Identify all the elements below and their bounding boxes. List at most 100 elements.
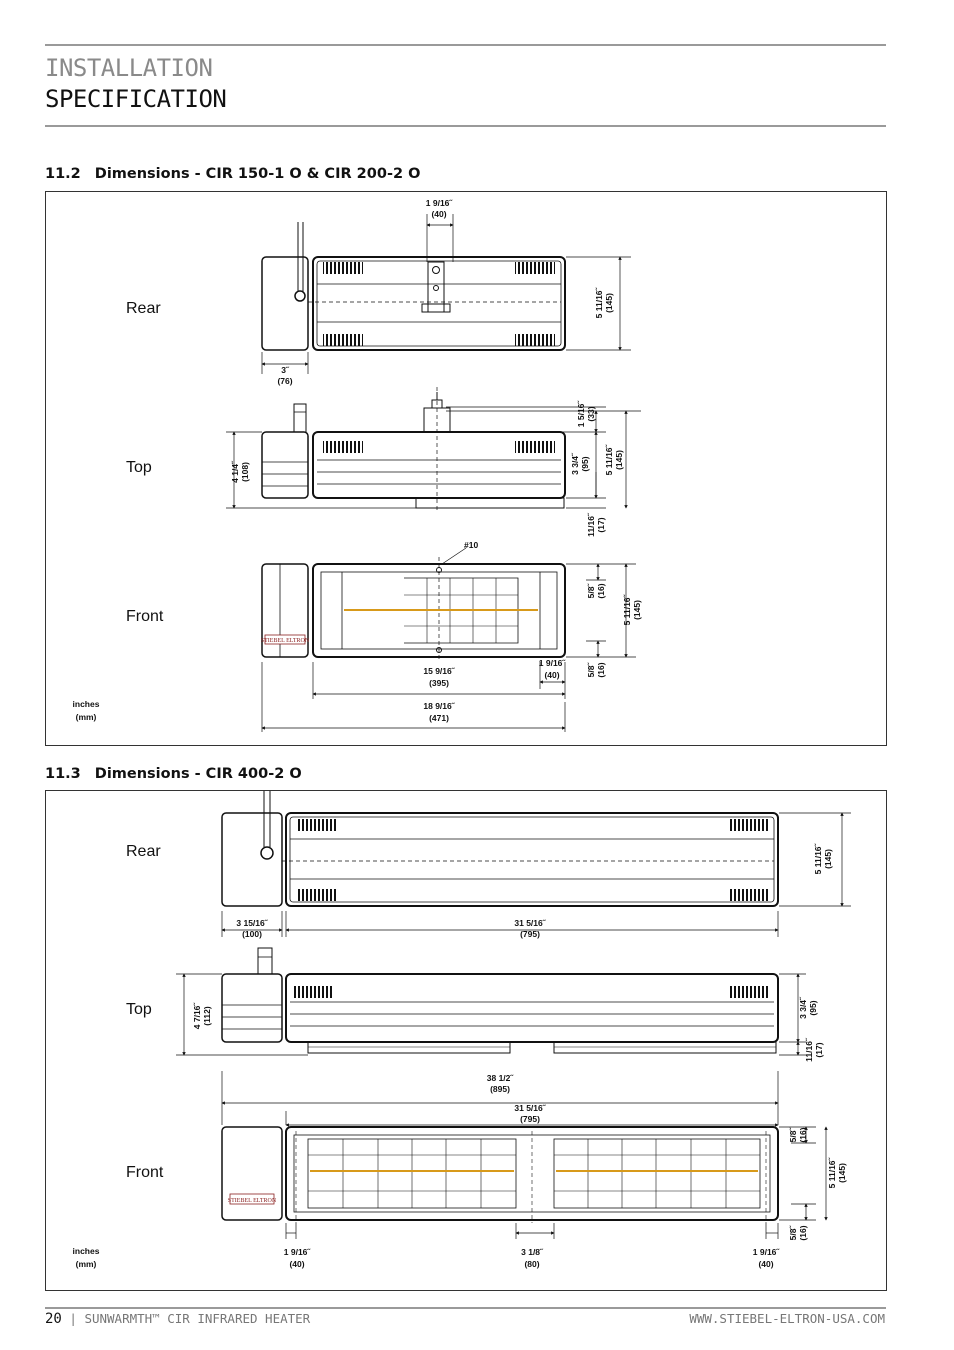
dim-top-total-in: 5 11/16˝: [604, 443, 614, 475]
dim-top-left-in: 4 1/4˝: [230, 460, 240, 483]
section-title: Dimensions - CIR 400-2 O: [94, 766, 302, 782]
dim-top-bottom-in: 11/16˝: [804, 1037, 814, 1062]
dim-top-left-mm: (108): [240, 462, 250, 482]
brand-mark-2: STIEBEL ELTRON: [228, 1198, 277, 1204]
figure-box-cir150-200: Rear Top Front 1 9/16˝ (40) 5 11/16˝ (14…: [45, 191, 887, 746]
units-mm: (mm): [76, 712, 97, 722]
dim-rear-side-mm: (100): [242, 929, 262, 939]
label-top: Top: [126, 1001, 152, 1018]
top-dimension-lines: [176, 973, 806, 1056]
page-number: 20: [45, 1311, 62, 1327]
brand-plate: [264, 634, 306, 645]
dim-front-top-in: 5/8˝: [586, 583, 596, 599]
top-view-1: [261, 387, 566, 512]
label-top: Top: [126, 459, 152, 476]
dim-front-total-mm: (895): [490, 1084, 510, 1094]
vent-slots: [294, 986, 334, 998]
dim-rear-side-in: 3 15/16˝: [236, 918, 268, 928]
dim-front-left-mm: (40): [289, 1259, 304, 1269]
rear-view-1: [261, 222, 566, 351]
dim-top-width-mm: (40): [431, 209, 446, 219]
dim-bracket-mm: (33): [586, 406, 596, 421]
dim-top-left-in: 4 7/16˝: [192, 1002, 202, 1030]
label-rear: Rear: [126, 300, 161, 317]
rear-view-2: [221, 791, 779, 907]
vent-slots: [515, 441, 555, 453]
dim-front-bottom-in: 5/8˝: [586, 662, 596, 678]
units-inches: inches: [73, 1246, 100, 1256]
dim-rear-side-mm: (76): [277, 376, 292, 386]
front-dimension-lines: [221, 1071, 828, 1239]
dim-front-mid-in: 3 1/8˝: [521, 1247, 544, 1257]
label-front: Front: [126, 608, 164, 625]
vent-slots: [730, 889, 770, 901]
vent-slots: [323, 334, 363, 346]
dim-rear-side-in: 3˝: [281, 365, 290, 375]
dim-top-depth-mm: (95): [580, 456, 590, 471]
front-dimension-lines: [261, 547, 636, 732]
heading-installation: INSTALLATION: [45, 54, 213, 82]
dim-top-bottom-mm: (17): [814, 1042, 824, 1057]
dim-rear-body-mm: (795): [520, 929, 540, 939]
top-rule: [45, 44, 886, 46]
dim-front-bottom-in: 5/8˝: [788, 1225, 798, 1241]
dim-front-edge-mm: (40): [544, 670, 559, 680]
dim-bracket-in: 1 5/16˝: [576, 400, 586, 428]
dim-front-total-mm: (471): [429, 713, 449, 723]
dim-front-body-in: 15 9/16˝: [423, 666, 455, 676]
dim-rear-height-mm: (145): [823, 849, 833, 869]
units-mm: (mm): [76, 1259, 97, 1269]
label-front: Front: [126, 1164, 164, 1181]
top-view-2: [221, 947, 779, 1054]
dim-rear-height-in: 5 11/16˝: [594, 286, 604, 318]
dim-front-height-in: 5 11/16˝: [622, 593, 632, 625]
vent-slots: [296, 819, 336, 831]
dim-front-total-in: 38 1/2˝: [487, 1073, 515, 1083]
product-name: SUNWARMTH™ CIR INFRARED HEATER: [84, 1311, 311, 1326]
dim-rear-height-mm: (145): [604, 293, 614, 313]
top-dimension-lines: [226, 406, 641, 509]
dim-top-depth-in: 3 3/4˝: [798, 996, 808, 1019]
dim-front-total-in: 18 9/16˝: [423, 701, 455, 711]
drawing-cir400: 5 11/16˝ (145) 3 15/16˝ (100) 31 5/16˝ (…: [73, 791, 851, 1269]
dim-front-top-mm: (16): [798, 1127, 808, 1142]
dim-top-width-in: 1 9/16˝: [426, 198, 454, 208]
dim-front-mid-mm: (80): [524, 1259, 539, 1269]
dim-front-height-mm: (145): [837, 1163, 847, 1183]
dim-front-top-in: 5/8˝: [788, 1127, 798, 1143]
dim-top-total-mm: (145): [614, 450, 624, 470]
section-number: 11.2: [45, 166, 81, 182]
brand-plate: [229, 1193, 275, 1205]
label-rear: Rear: [126, 843, 161, 860]
dim-front-height-mm: (145): [632, 600, 642, 620]
figure-box-cir400: Rear Top Front 5 11/16˝ (145) 3 15/16˝ (…: [45, 790, 887, 1291]
dim-front-bottom-mm: (16): [596, 662, 606, 677]
dim-rear-body-in: 31 5/16˝: [514, 918, 546, 928]
brand-mark-1: STIEBEL ELTRON: [261, 638, 310, 644]
rear-dimension-lines: [221, 812, 851, 937]
dim-front-bottom-mm: (16): [798, 1225, 808, 1240]
dim-top-depth-mm: (95): [808, 1000, 818, 1015]
footer-rule: [45, 1307, 886, 1309]
dim-front-top-mm: (16): [596, 583, 606, 598]
dim-front-body-in: 31 5/16˝: [514, 1103, 546, 1113]
dim-front-right-mm: (40): [758, 1259, 773, 1269]
dim-screw: #10: [464, 540, 478, 550]
section-title: Dimensions - CIR 150-1 O & CIR 200-2 O: [94, 166, 421, 182]
heading-specification: SPECIFICATION: [45, 85, 227, 113]
section-heading-11-2: 11.2 Dimensions - CIR 150-1 O & CIR 200-2…: [45, 166, 420, 182]
dim-front-body-mm: (795): [520, 1114, 540, 1124]
dim-front-left-in: 1 9/16˝: [284, 1247, 312, 1257]
footer-website[interactable]: WWW.STIEBEL-ELTRON-USA.COM: [689, 1311, 885, 1326]
dim-rear-height-in: 5 11/16˝: [813, 842, 823, 874]
drawing-cir150-200: 1 9/16˝ (40) 5 11/16˝ (145) 3˝ (76) 1 5/…: [73, 198, 642, 732]
dim-front-height-in: 5 11/16˝: [827, 1156, 837, 1188]
rear-dimension-lines: [261, 214, 631, 374]
dim-top-left-mm: (112): [202, 1006, 212, 1026]
dim-front-right-in: 1 9/16˝: [753, 1247, 781, 1257]
footer-left: 20 | SUNWARMTH™ CIR INFRARED HEATER: [45, 1311, 311, 1327]
dim-front-edge-in: 1 9/16˝: [539, 658, 567, 668]
vent-slots: [296, 889, 336, 901]
vent-slots: [730, 819, 770, 831]
